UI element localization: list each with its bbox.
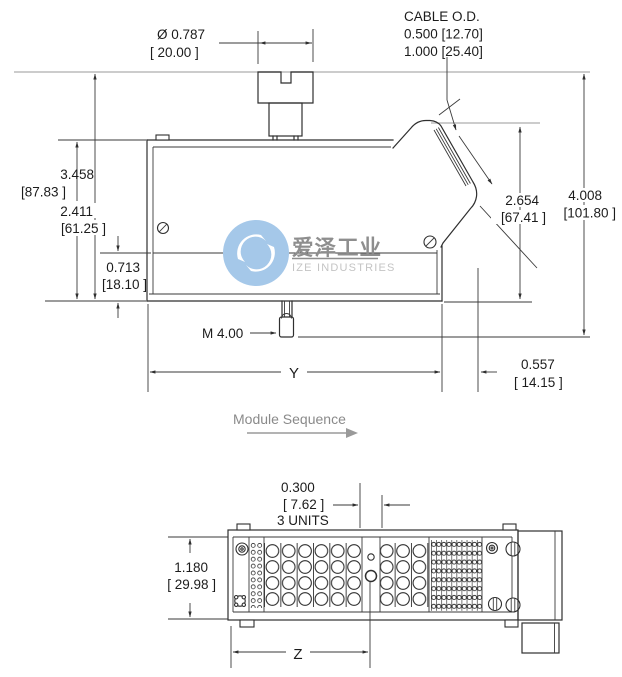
label-h-conn-mm: [67.41 ] xyxy=(501,210,546,225)
label-width-z: Z xyxy=(293,646,302,663)
label-offset-mm: [ 14.15 ] xyxy=(514,375,563,390)
dim-right-stack xyxy=(298,73,590,338)
dense-vent-grid xyxy=(431,540,482,611)
watermark-logo-swirl-2 xyxy=(246,244,275,272)
label-depth-in: 1.180 xyxy=(174,560,208,575)
housing-screw-right xyxy=(423,235,437,249)
label-stud-thread: M 4.00 xyxy=(202,326,243,341)
dim-left-stack xyxy=(44,73,151,318)
side-view-labels: Ø 0.787 [ 20.00 ] CABLE O.D. 0.500 [12.7… xyxy=(21,9,618,390)
watermark-en-text: IZE INDUSTRIES xyxy=(292,262,396,274)
watermark-logo-circle xyxy=(223,220,289,286)
label-h-body-mm: [61.25 ] xyxy=(61,221,106,236)
label-offset-in: 0.557 xyxy=(521,357,555,372)
cable-gland xyxy=(257,71,314,141)
m4-stud xyxy=(278,300,295,338)
module-holes-right-bank xyxy=(380,543,429,607)
label-pitch-in: 0.300 xyxy=(281,480,315,495)
bottom-view-labels: 0.300 [ 7.62 ] 3 UNITS 1.180 [ 29.98 ] Z xyxy=(167,480,329,663)
housing-screw-left xyxy=(156,221,170,235)
left-endplate-nut xyxy=(233,594,247,608)
bottom-view: 0.300 [ 7.62 ] 3 UNITS 1.180 [ 29.98 ] Z xyxy=(167,480,563,668)
top-mount-tab xyxy=(155,134,170,141)
dim-width-y xyxy=(147,268,497,392)
module-sequence-arrow-head xyxy=(346,428,358,438)
right-panel-screws xyxy=(485,541,521,613)
label-width-y: Y xyxy=(289,365,299,382)
bottom-body-outline xyxy=(227,523,519,628)
label-h-overall-mm: [101.80 ] xyxy=(563,206,616,221)
dim-module-pitch xyxy=(333,483,410,528)
watermark-logo-swirl-1 xyxy=(237,234,266,262)
dim-cable-od xyxy=(438,57,538,269)
label-pitch-note: 3 UNITS xyxy=(277,513,329,528)
label-h-overall-in: 4.008 xyxy=(568,188,602,203)
label-h-conn-in: 2.654 xyxy=(505,193,539,208)
dim-depth xyxy=(168,536,228,620)
center-module-features xyxy=(364,553,378,583)
label-h-body-in: 2.411 xyxy=(60,204,93,219)
label-gland-dia-mm: [ 20.00 ] xyxy=(150,45,199,60)
housing-outline xyxy=(146,134,443,302)
attached-box xyxy=(517,530,563,654)
module-holes-left-bank xyxy=(264,543,362,607)
side-elevation-view: 爱泽工业 IZE INDUSTRIES Ø 0.787 [ 20.00 ] CA… xyxy=(14,9,618,392)
bottom-top-tab-left xyxy=(236,523,251,531)
dim-width-z xyxy=(230,582,371,668)
bottom-top-tab-right xyxy=(502,523,517,531)
label-cable-od-min: 0.500 [12.70] xyxy=(404,27,483,42)
module-sequence: Module Sequence xyxy=(233,411,358,438)
watermark-cn-text: 爱泽工业 xyxy=(292,236,382,260)
module-sequence-label: Module Sequence xyxy=(233,411,346,427)
label-pitch-mm: [ 7.62 ] xyxy=(283,497,324,512)
label-h-base-mm: [18.10 ] xyxy=(102,277,147,292)
label-cable-od-title: CABLE O.D. xyxy=(404,9,480,24)
label-cable-od-max: 1.000 [25.40] xyxy=(404,44,483,59)
connector-hood xyxy=(392,119,478,248)
watermark: 爱泽工业 IZE INDUSTRIES xyxy=(223,220,396,286)
label-h-base-in: 0.713 xyxy=(106,260,140,275)
terminal-strip-tiny-holes xyxy=(250,542,263,608)
left-endplate-screw xyxy=(235,542,249,556)
label-h-total-mm: [87.83 ] xyxy=(21,185,66,200)
bottom-bottom-tab-right xyxy=(504,619,519,628)
label-depth-mm: [ 29.98 ] xyxy=(167,577,216,592)
bottom-bottom-tab-left xyxy=(239,619,255,628)
dim-gland-diameter xyxy=(219,29,314,64)
label-h-total-in: 3.458 xyxy=(60,167,94,182)
label-gland-dia-in: Ø 0.787 xyxy=(157,27,205,42)
